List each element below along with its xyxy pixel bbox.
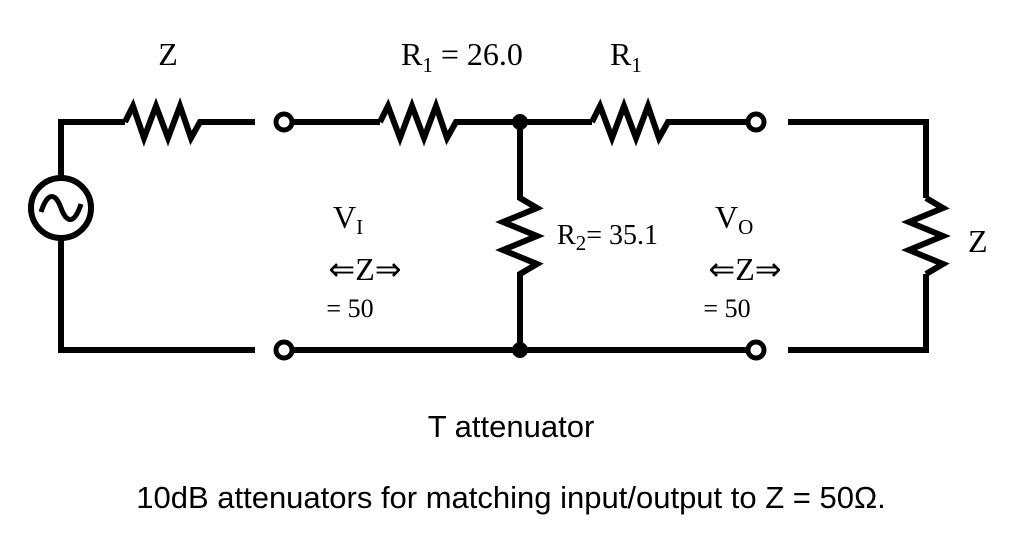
source-impedance-label: Z: [158, 36, 178, 72]
output-impedance-arrows: ⇐Z⇒: [708, 251, 781, 287]
input-impedance-value: = 50: [326, 294, 373, 323]
output-impedance-value: = 50: [703, 294, 750, 323]
load-impedance-label: Z: [968, 223, 988, 259]
r1-right-resistor: [589, 97, 748, 147]
junction-node-bottom: [512, 342, 528, 358]
output-terminal-top: [745, 111, 767, 133]
input-impedance-arrows: ⇐Z⇒: [328, 251, 401, 287]
ac-source-icon: [28, 175, 94, 241]
output-terminal-bottom: [745, 339, 767, 361]
r1-left-resistor: [377, 97, 520, 147]
output-voltage-label: VO: [715, 199, 753, 239]
input-voltage-label: VI: [333, 199, 363, 239]
input-terminal-bottom: [273, 339, 295, 361]
diagram-caption: 10dB attenuators for matching input/outp…: [136, 480, 886, 515]
wire-source-bottom: [58, 236, 255, 353]
source-loop: [28, 97, 255, 353]
diagram-title: T attenuator: [428, 409, 595, 444]
source-impedance-resistor: [122, 97, 255, 147]
r2-label: R2= 35.1: [557, 220, 658, 255]
r2-shunt-resistor: [495, 122, 545, 350]
wire-source-top: [58, 119, 125, 180]
r1-right-label: R1: [610, 36, 642, 77]
load-resistor: [901, 195, 951, 277]
wire-load-bottom: [788, 274, 929, 353]
input-terminal-top: [273, 111, 295, 133]
wire-load-top: [788, 119, 929, 198]
r1-left-label: R1 = 26.0: [401, 36, 523, 77]
